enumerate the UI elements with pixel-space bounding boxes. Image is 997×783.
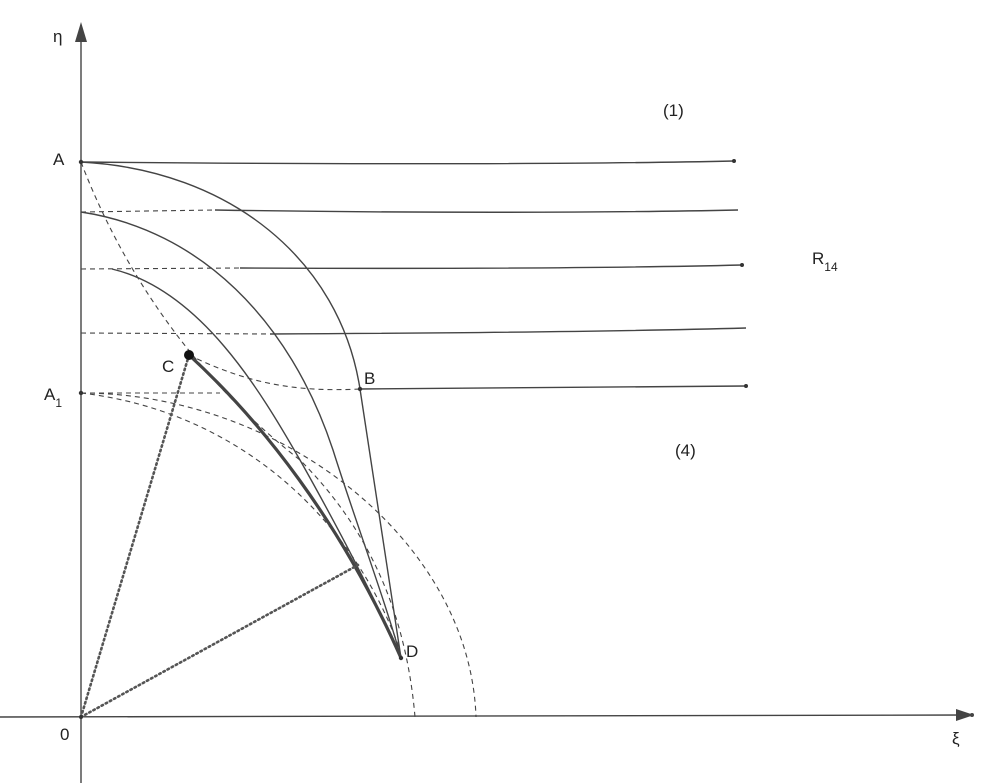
point-d-marker xyxy=(398,655,404,661)
ray-origin-to-arc xyxy=(79,563,360,719)
region-r14-label: R14 xyxy=(812,249,838,274)
origin-label: 0 xyxy=(60,725,69,744)
point-b-marker xyxy=(357,386,363,392)
ray-origin-to-c xyxy=(79,353,191,719)
field-line-1 xyxy=(80,160,735,165)
point-c-marker xyxy=(184,350,194,360)
point-b-label: B xyxy=(364,369,375,388)
point-a1-label: A1 xyxy=(44,385,62,410)
xi-axis-label: ξ xyxy=(952,729,960,748)
line-b-to-d xyxy=(359,388,402,659)
field-line-2 xyxy=(214,209,739,213)
region-4-label: (4) xyxy=(675,441,696,460)
eta-axis-arrowhead xyxy=(75,22,87,42)
field-line-4-dashed xyxy=(80,332,271,335)
origin-marker xyxy=(79,715,83,719)
outer-dashed-arc xyxy=(80,392,477,718)
dashed-arcs xyxy=(80,161,477,718)
point-a-label: A xyxy=(53,150,65,169)
xi-axis xyxy=(0,714,969,718)
curve-a-to-b xyxy=(80,161,361,390)
point-c-label: C xyxy=(162,357,174,376)
axes xyxy=(0,22,974,783)
horizontal-field-lines xyxy=(80,160,747,394)
characteristic-curves xyxy=(80,161,403,659)
field-line-3-dashed xyxy=(80,267,241,270)
curve-c-to-d xyxy=(187,353,403,659)
field-line-3-end xyxy=(740,263,744,267)
region-1-label: (1) xyxy=(663,101,684,120)
field-line-5 xyxy=(359,385,747,390)
field-line-5-dashed-cb xyxy=(188,354,361,391)
xi-axis-arrowhead xyxy=(956,709,974,721)
labels: η ξ 0 A A1 B C D (1) (4) R14 xyxy=(44,27,960,748)
curve-3 xyxy=(80,211,402,659)
point-markers xyxy=(78,159,748,719)
field-line-5-end xyxy=(744,384,748,388)
point-a-marker xyxy=(78,159,84,165)
field-line-3 xyxy=(239,264,743,270)
xi-axis-end-dot xyxy=(970,713,974,717)
inner-dashed-arc-through-c xyxy=(80,161,416,718)
point-d-label: D xyxy=(406,642,418,661)
eta-axis-label: η xyxy=(53,27,62,46)
field-line-4 xyxy=(269,327,747,335)
dashed-arc-a1 xyxy=(80,392,401,651)
field-line-1-end xyxy=(732,159,736,163)
field-line-2-dashed xyxy=(80,209,216,213)
dotted-rays xyxy=(79,353,360,719)
point-a1-marker xyxy=(78,390,84,396)
